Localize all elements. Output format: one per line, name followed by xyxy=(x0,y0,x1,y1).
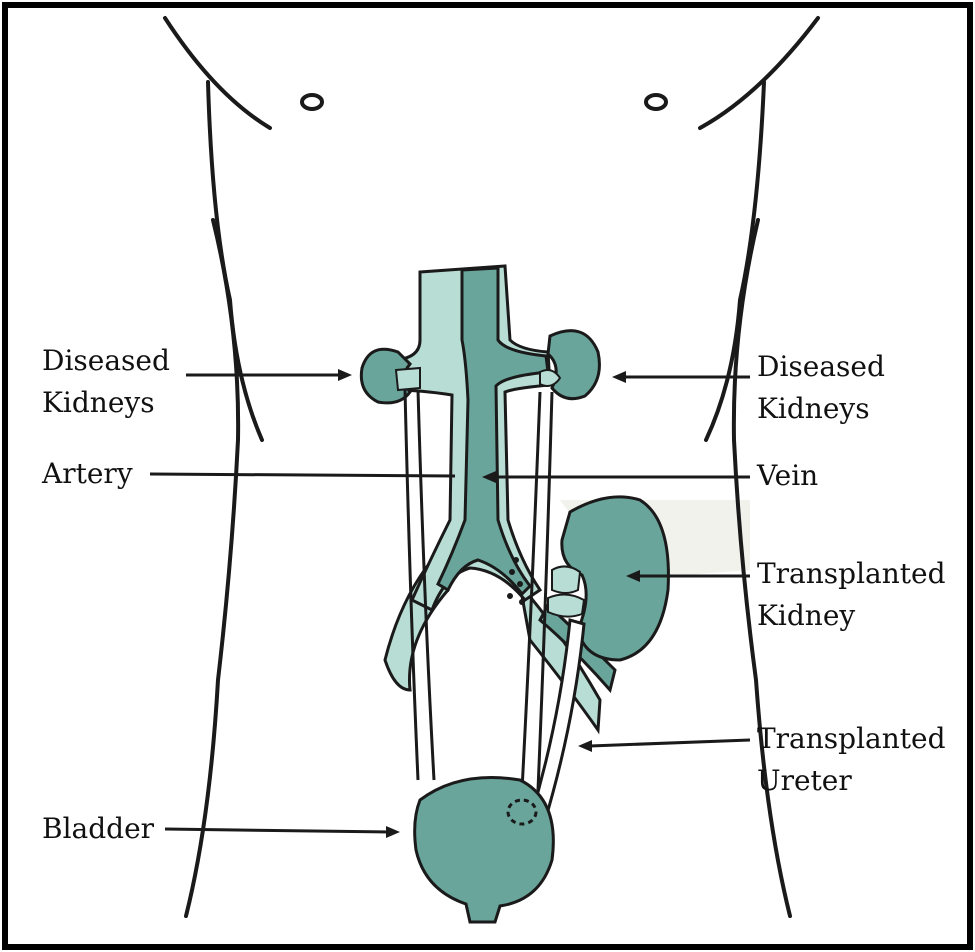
label-diseased-kidneys-left: Diseased Kidneys xyxy=(42,340,170,424)
label-transplanted-kidney: Transplanted Kidney xyxy=(757,553,946,637)
line-artery xyxy=(150,474,455,476)
label-line: Diseased xyxy=(757,346,885,388)
bladder-shape xyxy=(415,778,554,923)
label-line: Ureter xyxy=(757,760,946,802)
label-diseased-kidneys-right: Diseased Kidneys xyxy=(757,346,885,430)
left-shoulder-line xyxy=(165,18,270,128)
label-line: Kidneys xyxy=(42,382,170,424)
label-vein: Vein xyxy=(757,455,818,497)
right-diseased-kidney-shape xyxy=(548,331,599,399)
label-line: Kidneys xyxy=(757,388,885,430)
transplant-anastomosis xyxy=(548,566,584,616)
arrow-bladder xyxy=(165,829,388,832)
right-shoulder-line xyxy=(700,18,818,128)
label-line: Transplanted xyxy=(757,718,946,760)
label-artery: Artery xyxy=(42,453,133,495)
arrow-transplanted-ureter xyxy=(590,740,750,746)
label-bladder: Bladder xyxy=(42,808,154,850)
label-transplanted-ureter: Transplanted Ureter xyxy=(757,718,946,802)
left-side-line xyxy=(186,220,238,916)
left-chest-line xyxy=(208,82,262,440)
left-renal-hilum xyxy=(396,368,420,390)
label-line: Kidney xyxy=(757,595,946,637)
left-nipple xyxy=(302,95,322,109)
label-line: Diseased xyxy=(42,340,170,382)
label-line: Transplanted xyxy=(757,553,946,595)
right-nipple xyxy=(646,95,666,109)
